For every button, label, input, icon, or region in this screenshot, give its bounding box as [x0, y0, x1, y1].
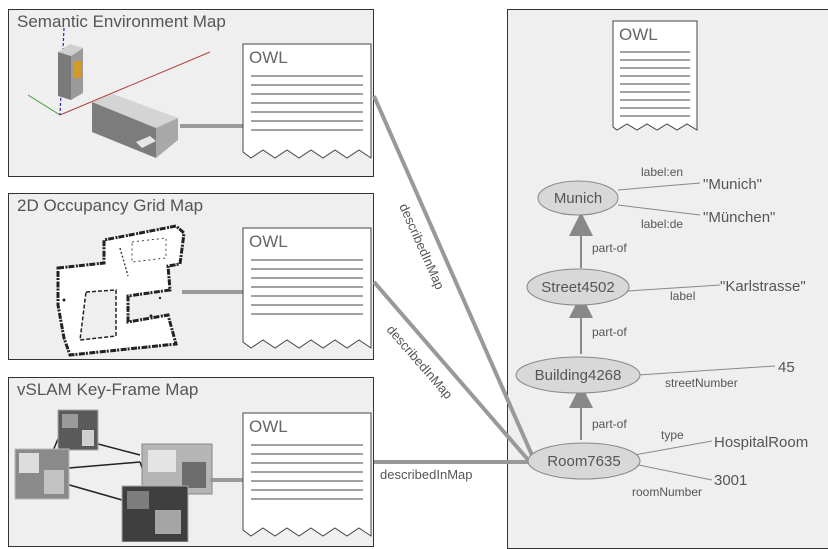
building-node-label: Building4268 — [535, 367, 622, 384]
owl-doc-label: OWL — [249, 48, 288, 67]
semantic-map-3d-view — [27, 27, 211, 158]
label-de-relation: label:de — [641, 217, 683, 231]
literal-karlstrasse: "Karlstrasse" — [720, 278, 806, 295]
described-in-map-link-semantic — [372, 95, 537, 463]
munich-node: Munich — [537, 180, 619, 216]
label-en-relation: label:en — [641, 165, 683, 179]
building-model — [92, 94, 178, 158]
cabinet-model — [58, 44, 83, 100]
y-axis-line — [27, 94, 61, 116]
vslam-keyframe-graph — [14, 409, 213, 542]
room-number-relation: roomNumber — [632, 485, 702, 499]
vslam-keyframe-map-title: vSLAM Key-Frame Map — [17, 380, 199, 399]
label-relation: label — [670, 289, 695, 303]
literal-room-number: 3001 — [714, 472, 747, 489]
street-number-relation: streetNumber — [665, 376, 738, 390]
owl-doc-label: OWL — [249, 232, 288, 251]
owl-doc-label: OWL — [619, 25, 658, 44]
street-node-label: Street4502 — [541, 279, 614, 296]
street-node: Street4502 — [526, 268, 630, 306]
literal-munich-de: "München" — [703, 209, 775, 226]
room-node-label: Room7635 — [547, 453, 620, 470]
property-edges — [617, 182, 776, 481]
described-in-map-label: describedInMap — [380, 467, 473, 482]
keyframe-thumbnail — [121, 485, 189, 542]
keyframe-thumbnail — [57, 409, 99, 451]
described-in-map-link-occupancy — [372, 280, 532, 464]
munich-node-label: Munich — [554, 190, 602, 207]
literal-street-number: 45 — [778, 359, 795, 376]
vslam-owl-document-icon: OWL — [242, 412, 372, 537]
x-axis-line — [59, 51, 211, 116]
keyframe-thumbnail — [14, 448, 70, 500]
occupancy-grid-map-title: 2D Occupancy Grid Map — [17, 196, 204, 215]
type-relation: type — [661, 428, 684, 442]
semantic-environment-map-title: Semantic Environment Map — [17, 12, 226, 31]
part-of-label: part-of — [592, 241, 627, 255]
part-of-label: part-of — [592, 417, 627, 431]
literal-hospital-room: HospitalRoom — [714, 434, 808, 451]
part-of-label: part-of — [592, 325, 627, 339]
literal-munich-en: "Munich" — [703, 176, 762, 193]
occupancy-grid-map-image — [56, 224, 186, 357]
z-axis-line — [59, 27, 65, 116]
room-node: Room7635 — [527, 442, 641, 480]
occupancy-owl-document-icon: OWL — [242, 227, 372, 349]
building-node: Building4268 — [515, 356, 641, 394]
semantic-owl-document-icon: OWL — [242, 43, 372, 159]
owl-doc-label: OWL — [249, 417, 288, 436]
ontology-owl-document-icon: OWL — [612, 20, 698, 131]
